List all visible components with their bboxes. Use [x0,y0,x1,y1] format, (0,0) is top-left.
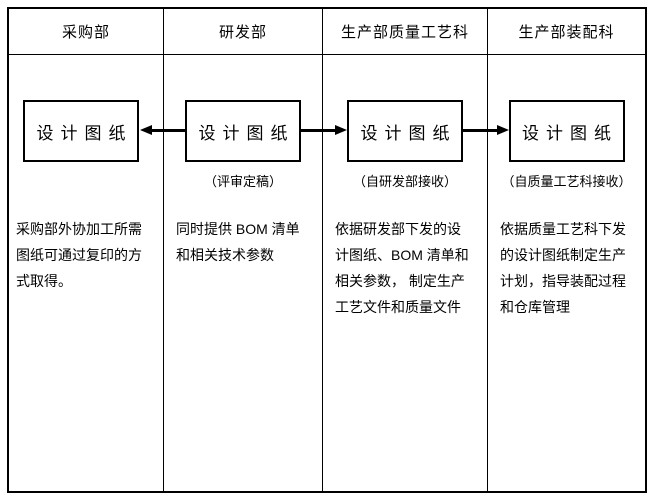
design-drawing-box-purchasing: 设计图纸 [23,100,139,162]
note-rnd: 同时提供 BOM 清单 和相关技术参数 [176,221,300,263]
column-rnd-dept: 研发部 设计图纸 （评审定稿） 同时提供 BOM 清单 和相关技术参数 [164,9,323,491]
note-assembly: 依据质量工艺科下发 的设计图纸制定生产 计划，指导装配过程 和仓库管理 [500,221,626,315]
column-body-rnd: 设计图纸 （评审定稿） 同时提供 BOM 清单 和相关技术参数 [164,55,322,491]
note-purchasing: 采购部外协加工所需 图纸可通过复印的方 式取得。 [16,221,142,289]
column-body-assembly: 设计图纸 （自质量工艺科接收） 依据质量工艺科下发 的设计图纸制定生产 计划，指… [488,55,645,491]
column-body-purchasing: 设计图纸 采购部外协加工所需 图纸可通过复印的方 式取得。 [9,55,163,491]
note-quality-process: 依据研发部下发的设 计图纸、BOM 清单和 相关参数， 制定生产 工艺文件和质量… [335,221,469,315]
design-drawing-box-quality-process: 设计图纸 [347,100,463,162]
column-body-quality-process: 设计图纸 （自研发部接收） 依据研发部下发的设 计图纸、BOM 清单和 相关参数… [323,55,487,491]
column-header-rnd: 研发部 [164,9,322,55]
column-header-purchasing: 采购部 [9,9,163,55]
box-caption-assembly: （自质量工艺科接收） [501,174,632,189]
box-caption-quality-process: （自研发部接收） [352,174,457,189]
column-header-quality-process: 生产部质量工艺科 [323,9,487,55]
design-drawing-box-rnd: 设计图纸 [185,100,301,162]
design-drawing-box-assembly: 设计图纸 [508,100,625,162]
box-caption-rnd: （评审定稿） [203,174,282,189]
arrow-rnd-to-purchasing-icon [140,125,185,135]
column-assembly-section: 生产部装配科 设计图纸 （自质量工艺科接收） 依据质量工艺科下发 的设计图纸制定… [488,9,645,491]
column-header-assembly: 生产部装配科 [488,9,645,55]
column-quality-process-section: 生产部质量工艺科 设计图纸 （自研发部接收） 依据研发部下发的设 计图纸、BOM… [323,9,488,491]
arrow-rnd-to-quality-process-icon [301,125,347,135]
arrow-quality-process-to-assembly-icon [463,125,509,135]
column-purchasing-dept: 采购部 设计图纸 采购部外协加工所需 图纸可通过复印的方 式取得。 [9,9,164,491]
flowchart-table: 采购部 设计图纸 采购部外协加工所需 图纸可通过复印的方 式取得。 研发部 设计… [7,7,647,493]
